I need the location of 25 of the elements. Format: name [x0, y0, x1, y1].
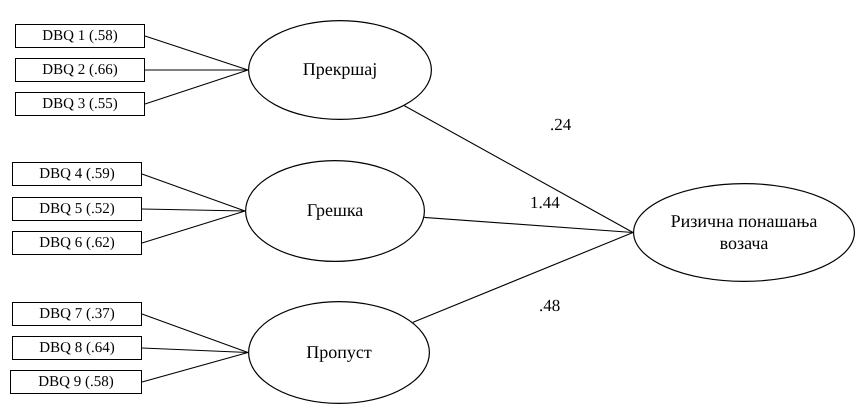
variable-name: Грешка	[306, 200, 364, 222]
indicator-box: DBQ 5 (.52)	[12, 197, 142, 221]
indicator-box: DBQ 1 (.58)	[15, 24, 145, 48]
variable-name: Прекршај	[302, 59, 378, 81]
path-line	[412, 232, 634, 323]
indicator-box: DBQ 4 (.59)	[12, 162, 142, 186]
variable-name: Ризична понашања возача	[670, 210, 818, 254]
indicator-box: DBQ 6 (.62)	[12, 231, 142, 255]
path-line	[404, 105, 634, 233]
indicator-box: DBQ 2 (.66)	[15, 58, 145, 82]
variable-name: Пропуст	[306, 342, 372, 364]
indicator-box: DBQ 3 (.55)	[15, 92, 145, 116]
path-line	[142, 173, 246, 212]
path-line	[142, 347, 248, 354]
path-line	[144, 69, 248, 105]
path-line	[424, 216, 634, 234]
indicator-box: DBQ 7 (.37)	[12, 302, 142, 326]
path-line	[142, 352, 248, 383]
indicator-box: DBQ 8 (.64)	[12, 336, 142, 360]
path-line	[144, 35, 248, 71]
path-line	[142, 210, 246, 244]
path-line	[145, 69, 248, 71]
indicator-box: DBQ 9 (.58)	[10, 370, 142, 394]
path-line	[142, 208, 246, 212]
path-line	[142, 313, 248, 354]
